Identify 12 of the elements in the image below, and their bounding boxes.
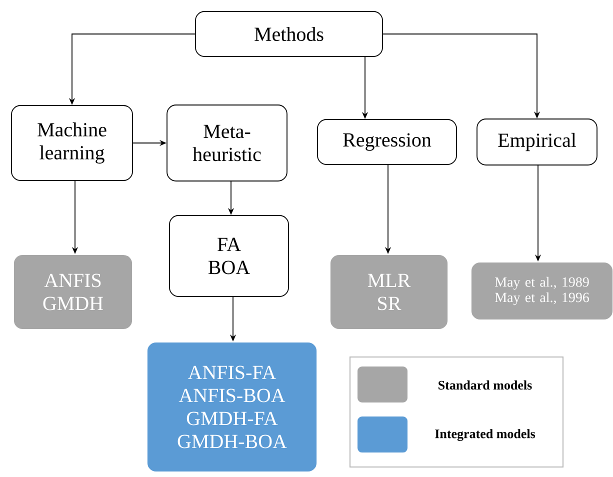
category-box: Meta- heuristic [166,104,288,182]
model-box: May et al., 1989 May et al., 1996 [470,262,613,320]
algorithm-box: FA BOA [169,215,289,297]
category-box: Regression [317,119,457,165]
method-box: Methods [195,11,383,57]
legend-label: Integrated models [435,429,536,441]
category-box: Machine learning [11,105,133,181]
model-box: ANFIS-FA ANFIS-BOA GMDH-FA GMDH-BOA [146,342,318,472]
model-box: MLR SR [330,254,448,330]
category-box: Empirical [476,118,598,166]
legend-label: Standard models [438,380,532,390]
model-box: ANFIS GMDH [13,254,133,330]
